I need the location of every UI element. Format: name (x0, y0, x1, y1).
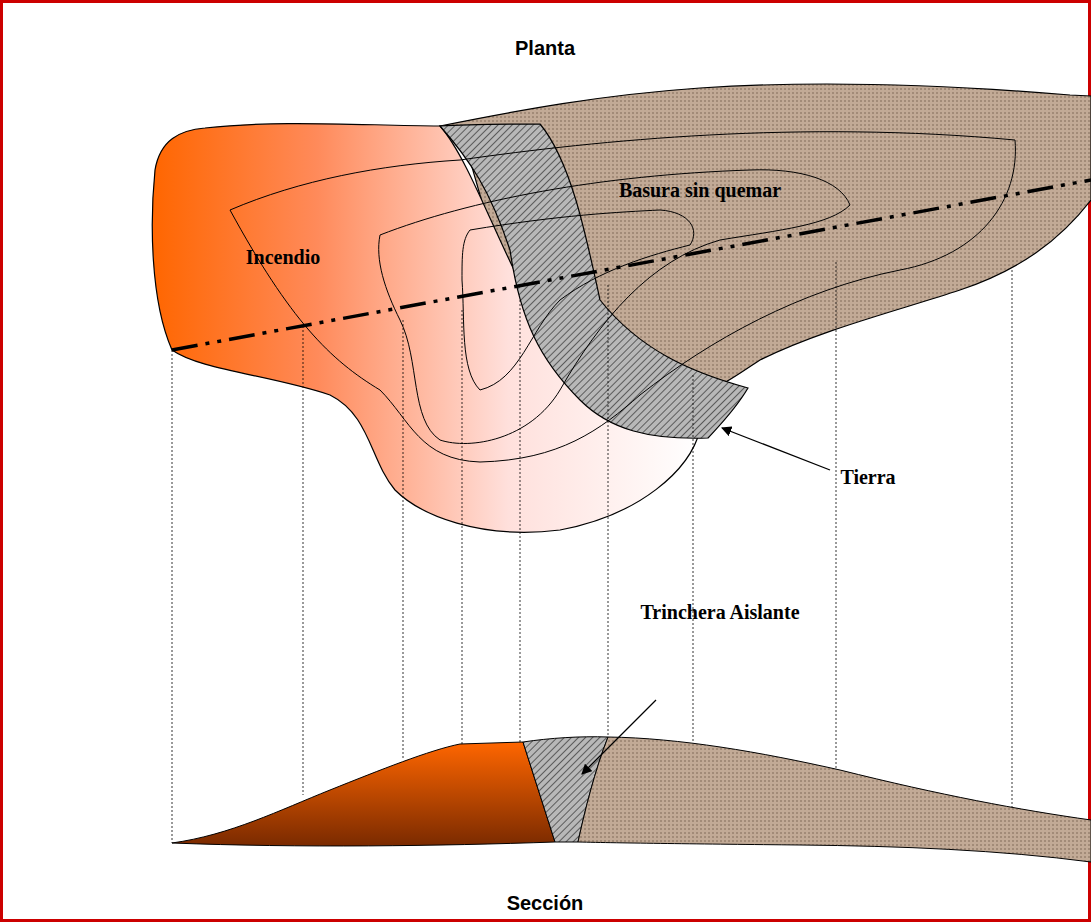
earth-band (440, 124, 748, 438)
section-axis (172, 180, 1091, 350)
projection-line (303, 326, 304, 795)
trench-label: Trinchera Aislante (640, 601, 799, 624)
section-garbage (578, 737, 1091, 862)
earth-label: Tierra (840, 466, 895, 489)
fire-label: Incendio (246, 246, 320, 269)
projection-line (608, 285, 609, 737)
trench-leader (582, 700, 656, 774)
projection-line (462, 310, 463, 744)
earth-leader (722, 428, 830, 470)
projection-line (693, 375, 694, 742)
garbage-label: Basura sin quemar (619, 179, 781, 202)
projection-line (836, 262, 837, 768)
projection-line (172, 350, 173, 843)
section-caption: Sección (507, 892, 584, 915)
projection-line (520, 300, 521, 742)
plan-title: Planta (515, 37, 575, 60)
projection-line (1012, 270, 1013, 810)
projection-line (403, 320, 404, 758)
section-fire (172, 742, 555, 846)
